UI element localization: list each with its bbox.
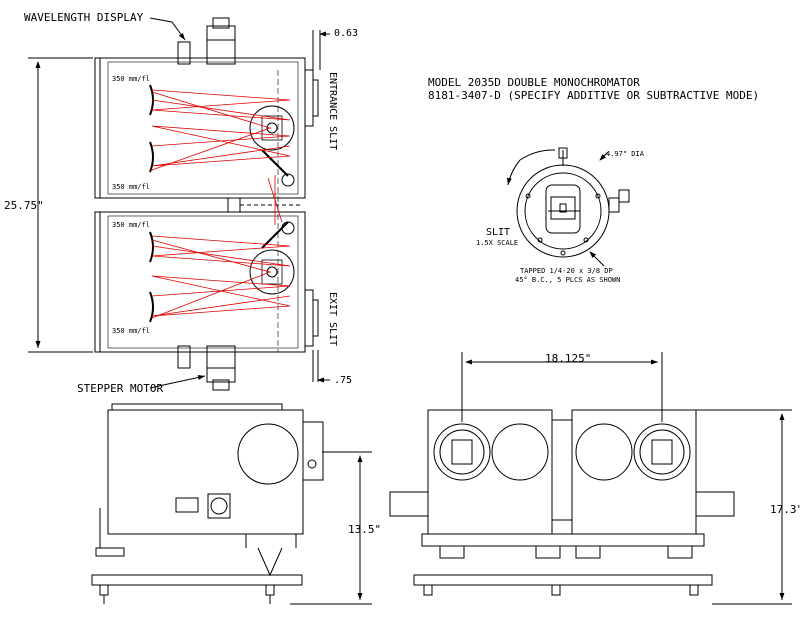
tapped-note-2: 45° B.C., 5 PLCS AS SHOWN [515, 276, 621, 284]
model-title: MODEL 2035D DOUBLE MONOCHROMATOR [428, 76, 640, 89]
dim-side-height: 13.5" [348, 523, 382, 536]
slit-label: SLIT [486, 227, 511, 238]
grating-label: 350 mm/fl [112, 75, 150, 83]
optical-ray-traces [151, 89, 291, 319]
grating-label: 350 mm/fl [112, 221, 150, 229]
grating-label: 350 mm/fl [112, 183, 150, 191]
side-view [91, 403, 372, 605]
wavelength-display-callout: WAVELENGTH DISPLAY [24, 11, 144, 24]
dim-slit-spacing: 18.125" [545, 352, 592, 365]
dim-bottom-offset: .75 [334, 375, 353, 386]
slit-scale-label: 1.5X SCALE [476, 239, 519, 247]
part-number: 8181-3407-D (SPECIFY ADDITIVE OR SUBTRAC… [428, 89, 760, 102]
stepper-motor-callout: STEPPER MOTOR [77, 382, 164, 395]
front-view [389, 352, 792, 605]
slit-detail-view [506, 147, 630, 267]
dim-top-offset: 0.63 [334, 28, 359, 39]
exit-slit-label: EXIT SLIT [327, 292, 338, 347]
entrance-slit-label: ENTRANCE SLIT [327, 72, 338, 151]
top-view [28, 17, 330, 391]
slit-dia-label: 4.97" DIA [606, 150, 644, 158]
tapped-note-1: TAPPED 1/4-20 x 3/8 DP [520, 267, 613, 275]
dim-front-height: 17.3" [770, 503, 800, 516]
grating-label: 350 mm/fl [112, 327, 150, 335]
dim-overall-height: 25.75" [4, 199, 44, 212]
